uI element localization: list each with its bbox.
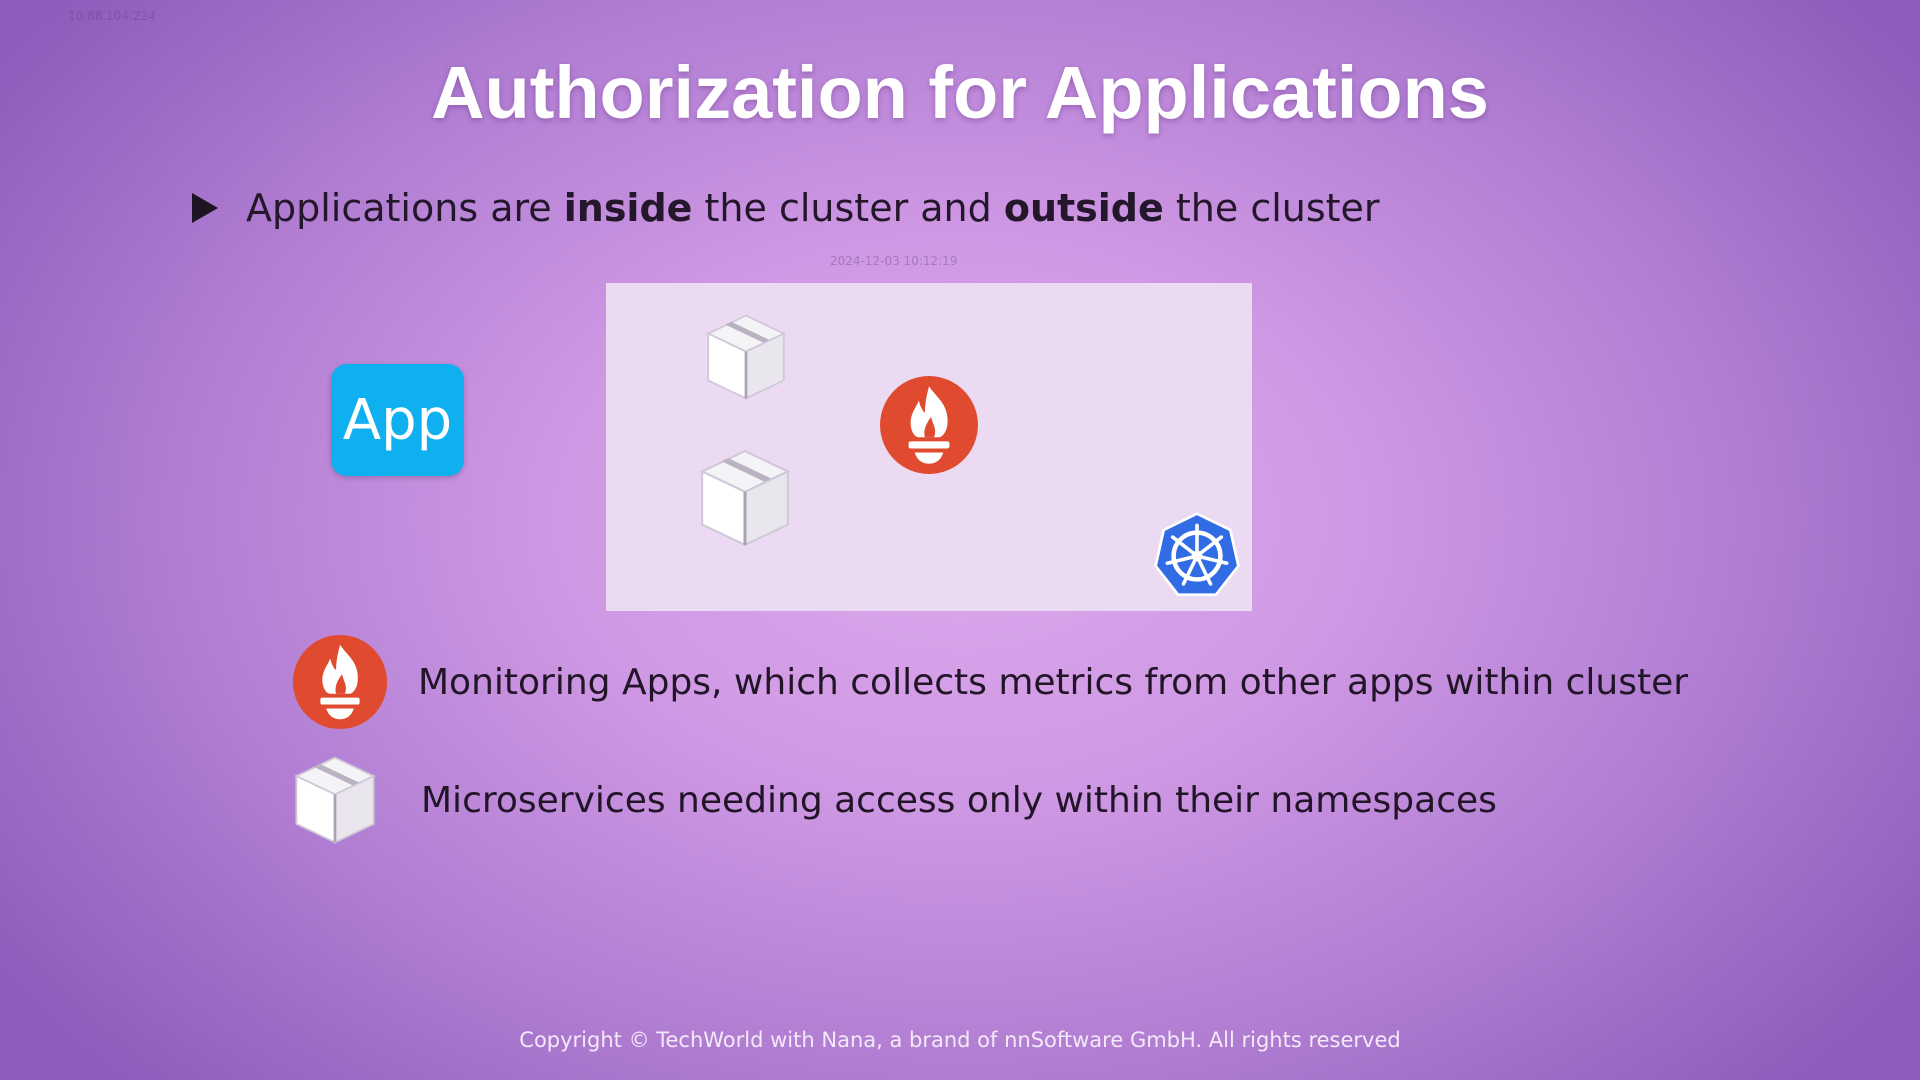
- bullet-text-part: Applications are: [246, 186, 564, 230]
- slide-title: Authorization for Applications: [431, 51, 1489, 134]
- bullet-item: Applications are inside the cluster and …: [192, 180, 1380, 236]
- timestamp-watermark: 10.88.104.224: [68, 9, 156, 23]
- external-app-icon: App: [331, 364, 464, 476]
- bullet-text-part: the cluster: [1163, 186, 1380, 230]
- copyright-footer: Copyright © TechWorld with Nana, a brand…: [519, 1028, 1401, 1052]
- legend-text: Microservices needing access only within…: [421, 779, 1497, 821]
- bullet-text: Applications are inside the cluster and …: [246, 186, 1380, 230]
- bullet-emphasis-inside: inside: [563, 186, 693, 230]
- package-box-icon: [294, 756, 376, 844]
- bullet-emphasis-outside: outside: [1003, 186, 1164, 230]
- prometheus-icon: [292, 634, 388, 730]
- legend-text: Monitoring Apps, which collects metrics …: [418, 661, 1689, 703]
- legend-item-microservices: Microservices needing access only within…: [289, 752, 1497, 848]
- app-label: App: [342, 387, 453, 453]
- bullet-text-part: the cluster and: [692, 186, 1004, 230]
- bullet-arrow-icon: [192, 193, 218, 223]
- package-box-icon: [706, 314, 786, 400]
- legend-item-monitoring: Monitoring Apps, which collects metrics …: [291, 632, 1688, 732]
- timestamp-watermark: 2024-12-03 10:12:19: [830, 254, 958, 268]
- kubernetes-icon: [1154, 512, 1240, 597]
- prometheus-icon: [880, 376, 978, 474]
- cluster-area: [606, 283, 1252, 611]
- package-box-icon: [700, 449, 790, 547]
